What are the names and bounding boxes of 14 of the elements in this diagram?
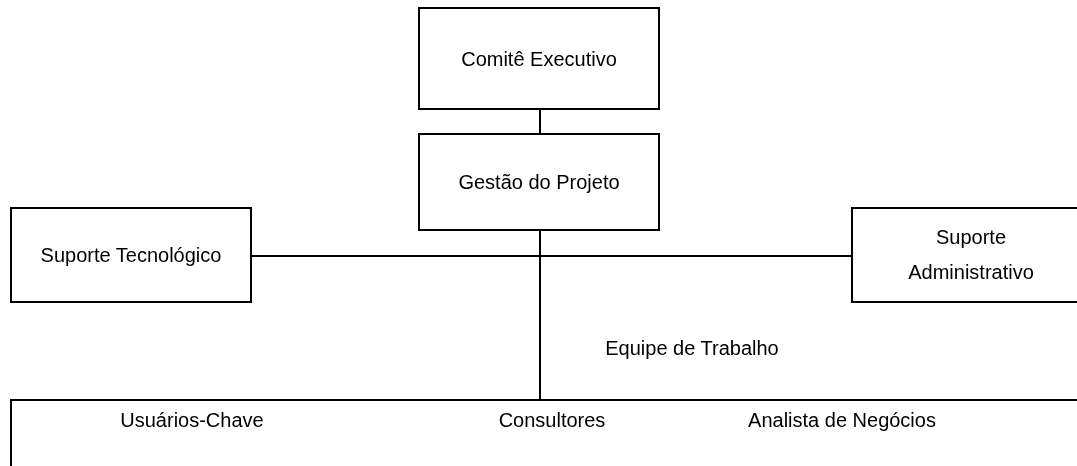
org-box: [10, 207, 252, 303]
member-label: Consultores: [497, 408, 607, 433]
connector-line: [539, 109, 541, 134]
box-label: Suporte Tecnológico: [39, 242, 223, 268]
box-label: Suporte Administrativo: [907, 225, 1035, 285]
org-box: [418, 133, 660, 231]
box-label: Gestão do Projeto: [457, 169, 621, 195]
connector-line: [539, 230, 541, 400]
org-box: [418, 7, 660, 110]
org-box: [851, 207, 1077, 303]
member-label: Analista de Negócios: [747, 408, 937, 433]
box-label: Comitê Executivo: [460, 46, 618, 71]
section-heading: Equipe de Trabalho: [604, 336, 780, 361]
member-label: Usuários-Chave: [119, 408, 265, 433]
